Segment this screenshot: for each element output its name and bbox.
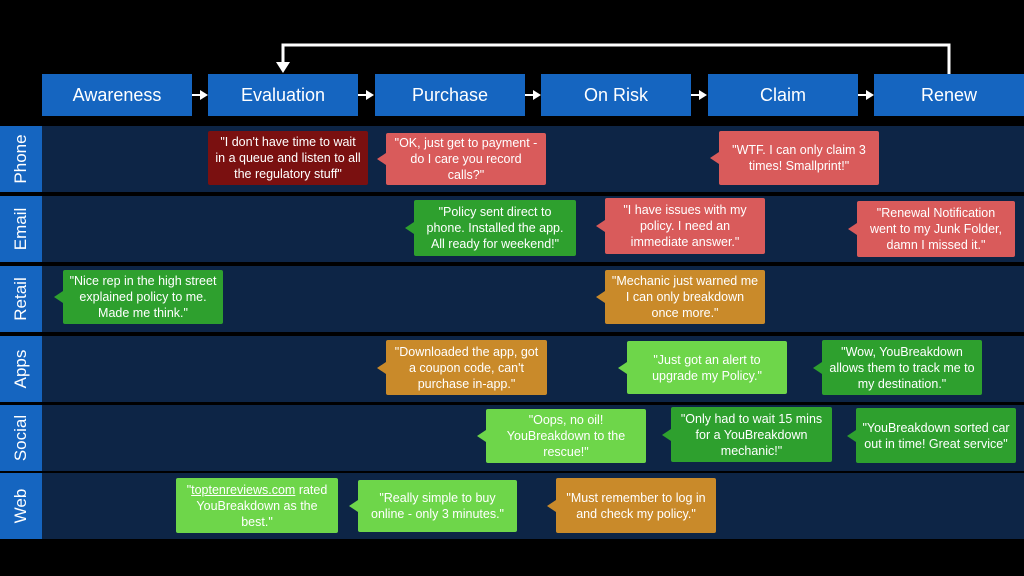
card-web-purchase: "Really simple to buy online - only 3 mi… (349, 480, 517, 532)
card-social-purchase: "Oops, no oil! YouBreakdown to the rescu… (477, 409, 646, 463)
card-phone-purchase: "OK, just get to payment - do I care you… (377, 133, 546, 185)
lane-label-text: Phone (11, 134, 30, 184)
arrow-right-icon (192, 90, 208, 100)
card-apps-purchase: "Downloaded the app, got a coupon code, … (377, 340, 547, 395)
arrow-right-icon (691, 90, 707, 100)
loop-back-arrow (276, 43, 951, 74)
card-web-evaluation: "toptenreviews.com rated YouBreakdown as… (176, 478, 338, 533)
stage-label: Claim (759, 84, 806, 105)
lane-label-email: Email (0, 196, 42, 262)
card-email-purchase: "Policy sent direct to phone. Installed … (405, 200, 576, 256)
stage-on-risk: On Risk (541, 74, 691, 116)
card-text: "Must remember to log in and check my po… (566, 490, 706, 521)
stage-label: Renew (920, 84, 978, 105)
card-text: "Wow, YouBreakdown allows them to track … (829, 344, 975, 391)
card-text: "I have issues with my policy. I need an… (623, 203, 747, 249)
stage-label: Evaluation (240, 84, 326, 105)
card-text: "Only had to wait 15 mins for a YouBreak… (680, 411, 823, 458)
arrow-right-icon (358, 90, 374, 100)
card-retail-on-risk: "Mechanic just warned me I can only brea… (596, 270, 765, 324)
stage-evaluation: Evaluation (208, 74, 358, 116)
card-phone-evaluation: "I don't have time to wait in a queue an… (208, 131, 368, 185)
lane-label-text: Retail (11, 277, 30, 321)
card-social-renew: "YouBreakdown sorted car out in time! Gr… (847, 408, 1016, 463)
card-text: "I don't have time to wait in a queue an… (215, 135, 361, 181)
stage-claim: Claim (708, 74, 858, 116)
card-web-on-risk: "Must remember to log in and check my po… (547, 478, 716, 533)
card-retail-awareness: "Nice rep in the high street explained p… (54, 270, 223, 324)
stage-awareness: Awareness (42, 74, 192, 116)
lane-label-text: Email (11, 207, 30, 251)
card-text: "toptenreviews.com rated YouBreakdown as… (186, 482, 328, 529)
lane-label-apps: Apps (0, 336, 42, 402)
stage-label: Purchase (411, 84, 489, 105)
stage-label: Awareness (72, 84, 162, 105)
card-text: "OK, just get to payment - do I care you… (394, 136, 538, 182)
card-text: "Nice rep in the high street explained p… (69, 274, 217, 320)
card-email-on-risk: "I have issues with my policy. I need an… (596, 198, 765, 254)
card-text-rest: rated YouBreakdown as the best." (196, 482, 328, 529)
lane-label-text: Social (11, 414, 30, 462)
arrow-right-icon (525, 90, 541, 100)
card-text: "Policy sent direct to phone. Installed … (426, 205, 564, 251)
lane-label-text: Apps (11, 349, 30, 389)
card-text: "YouBreakdown sorted car out in time! Gr… (862, 420, 1010, 451)
stage-purchase: Purchase (375, 74, 525, 116)
card-text: "Mechanic just warned me I can only brea… (611, 274, 759, 320)
lane-label-retail: Retail (0, 266, 42, 332)
card-text: "Just got an alert to upgrade my Policy.… (652, 352, 762, 383)
toptenreviews-link[interactable]: toptenreviews.com (191, 482, 296, 497)
card-apps-renew: "Wow, YouBreakdown allows them to track … (813, 340, 982, 395)
stage-label: On Risk (583, 84, 648, 105)
card-text: "Renewal Notification went to my Junk Fo… (869, 206, 1002, 252)
card-text: "Downloaded the app, got a coupon code, … (394, 344, 539, 391)
card-text: "WTF. I can only claim 3 times! Smallpri… (732, 143, 866, 173)
card-text: "Really simple to buy online - only 3 mi… (371, 491, 504, 521)
stage-renew: Renew (874, 74, 1024, 116)
lane-label-phone: Phone (0, 126, 42, 192)
lane-label-text: Web (11, 488, 30, 524)
card-email-renew: "Renewal Notification went to my Junk Fo… (848, 201, 1015, 257)
card-apps-on-risk: "Just got an alert to upgrade my Policy.… (618, 341, 787, 394)
card-phone-claim: "WTF. I can only claim 3 times! Smallpri… (710, 131, 879, 185)
card-social-claim: "Only had to wait 15 mins for a YouBreak… (662, 407, 832, 462)
lane-label-social: Social (0, 405, 42, 471)
lane-label-web: Web (0, 473, 42, 539)
card-text: "Oops, no oil! YouBreakdown to the rescu… (506, 413, 626, 459)
arrow-right-icon (858, 90, 874, 100)
